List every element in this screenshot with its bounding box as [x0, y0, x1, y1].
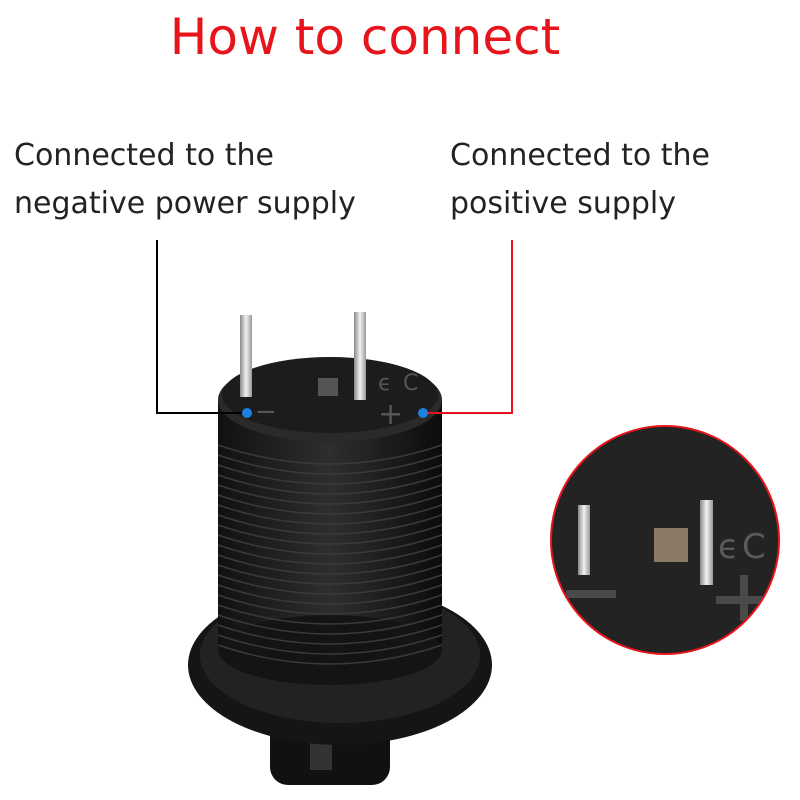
thread-rib	[217, 584, 443, 605]
negative-mark: −	[255, 397, 277, 427]
positive-mark: +	[378, 397, 403, 432]
negative-label-line2: negative power supply	[14, 186, 356, 221]
negative-wire	[156, 240, 245, 414]
svg-text:ϵ: ϵ	[718, 527, 739, 567]
positive-label-line2: positive supply	[450, 186, 677, 221]
positive-label: Connected to the positive supply	[450, 132, 710, 228]
thread-rib	[217, 594, 443, 615]
terminal-closeup-inset: ϵ C	[550, 425, 780, 655]
svg-text:ϵ: ϵ	[378, 371, 392, 396]
thread-rib	[217, 444, 443, 465]
thread-rib	[217, 494, 443, 515]
thread-rib	[217, 464, 443, 485]
thread-rib	[217, 554, 443, 575]
thread-rib	[217, 514, 443, 535]
thread-rib	[217, 564, 443, 585]
positive-wire	[425, 240, 513, 414]
thread-rib	[217, 624, 443, 645]
thread-rib	[217, 484, 443, 505]
svg-text:C: C	[403, 371, 418, 396]
thread-rib	[217, 574, 443, 595]
page-title: How to connect	[169, 8, 561, 66]
thread-rib	[217, 604, 443, 625]
thread-rib	[217, 644, 443, 665]
svg-text:C: C	[742, 527, 766, 567]
negative-label: Connected to the negative power supply	[14, 132, 356, 228]
thread-rib	[217, 524, 443, 545]
negative-terminal-pin	[240, 315, 252, 397]
negative-label-line1: Connected to the	[14, 138, 274, 173]
positive-terminal-pin	[354, 312, 366, 400]
positive-label-line1: Connected to the	[450, 138, 710, 173]
thread-rib	[217, 544, 443, 565]
thread-rib	[217, 474, 443, 495]
thread-rib	[217, 504, 443, 525]
thread-rib	[217, 454, 443, 475]
negative-connection-dot	[242, 408, 252, 418]
thread-rib	[217, 614, 443, 635]
thread-rib	[217, 534, 443, 555]
positive-connection-dot	[418, 408, 428, 418]
thread-rib	[217, 634, 443, 655]
socket-body: ϵ C	[217, 357, 443, 685]
